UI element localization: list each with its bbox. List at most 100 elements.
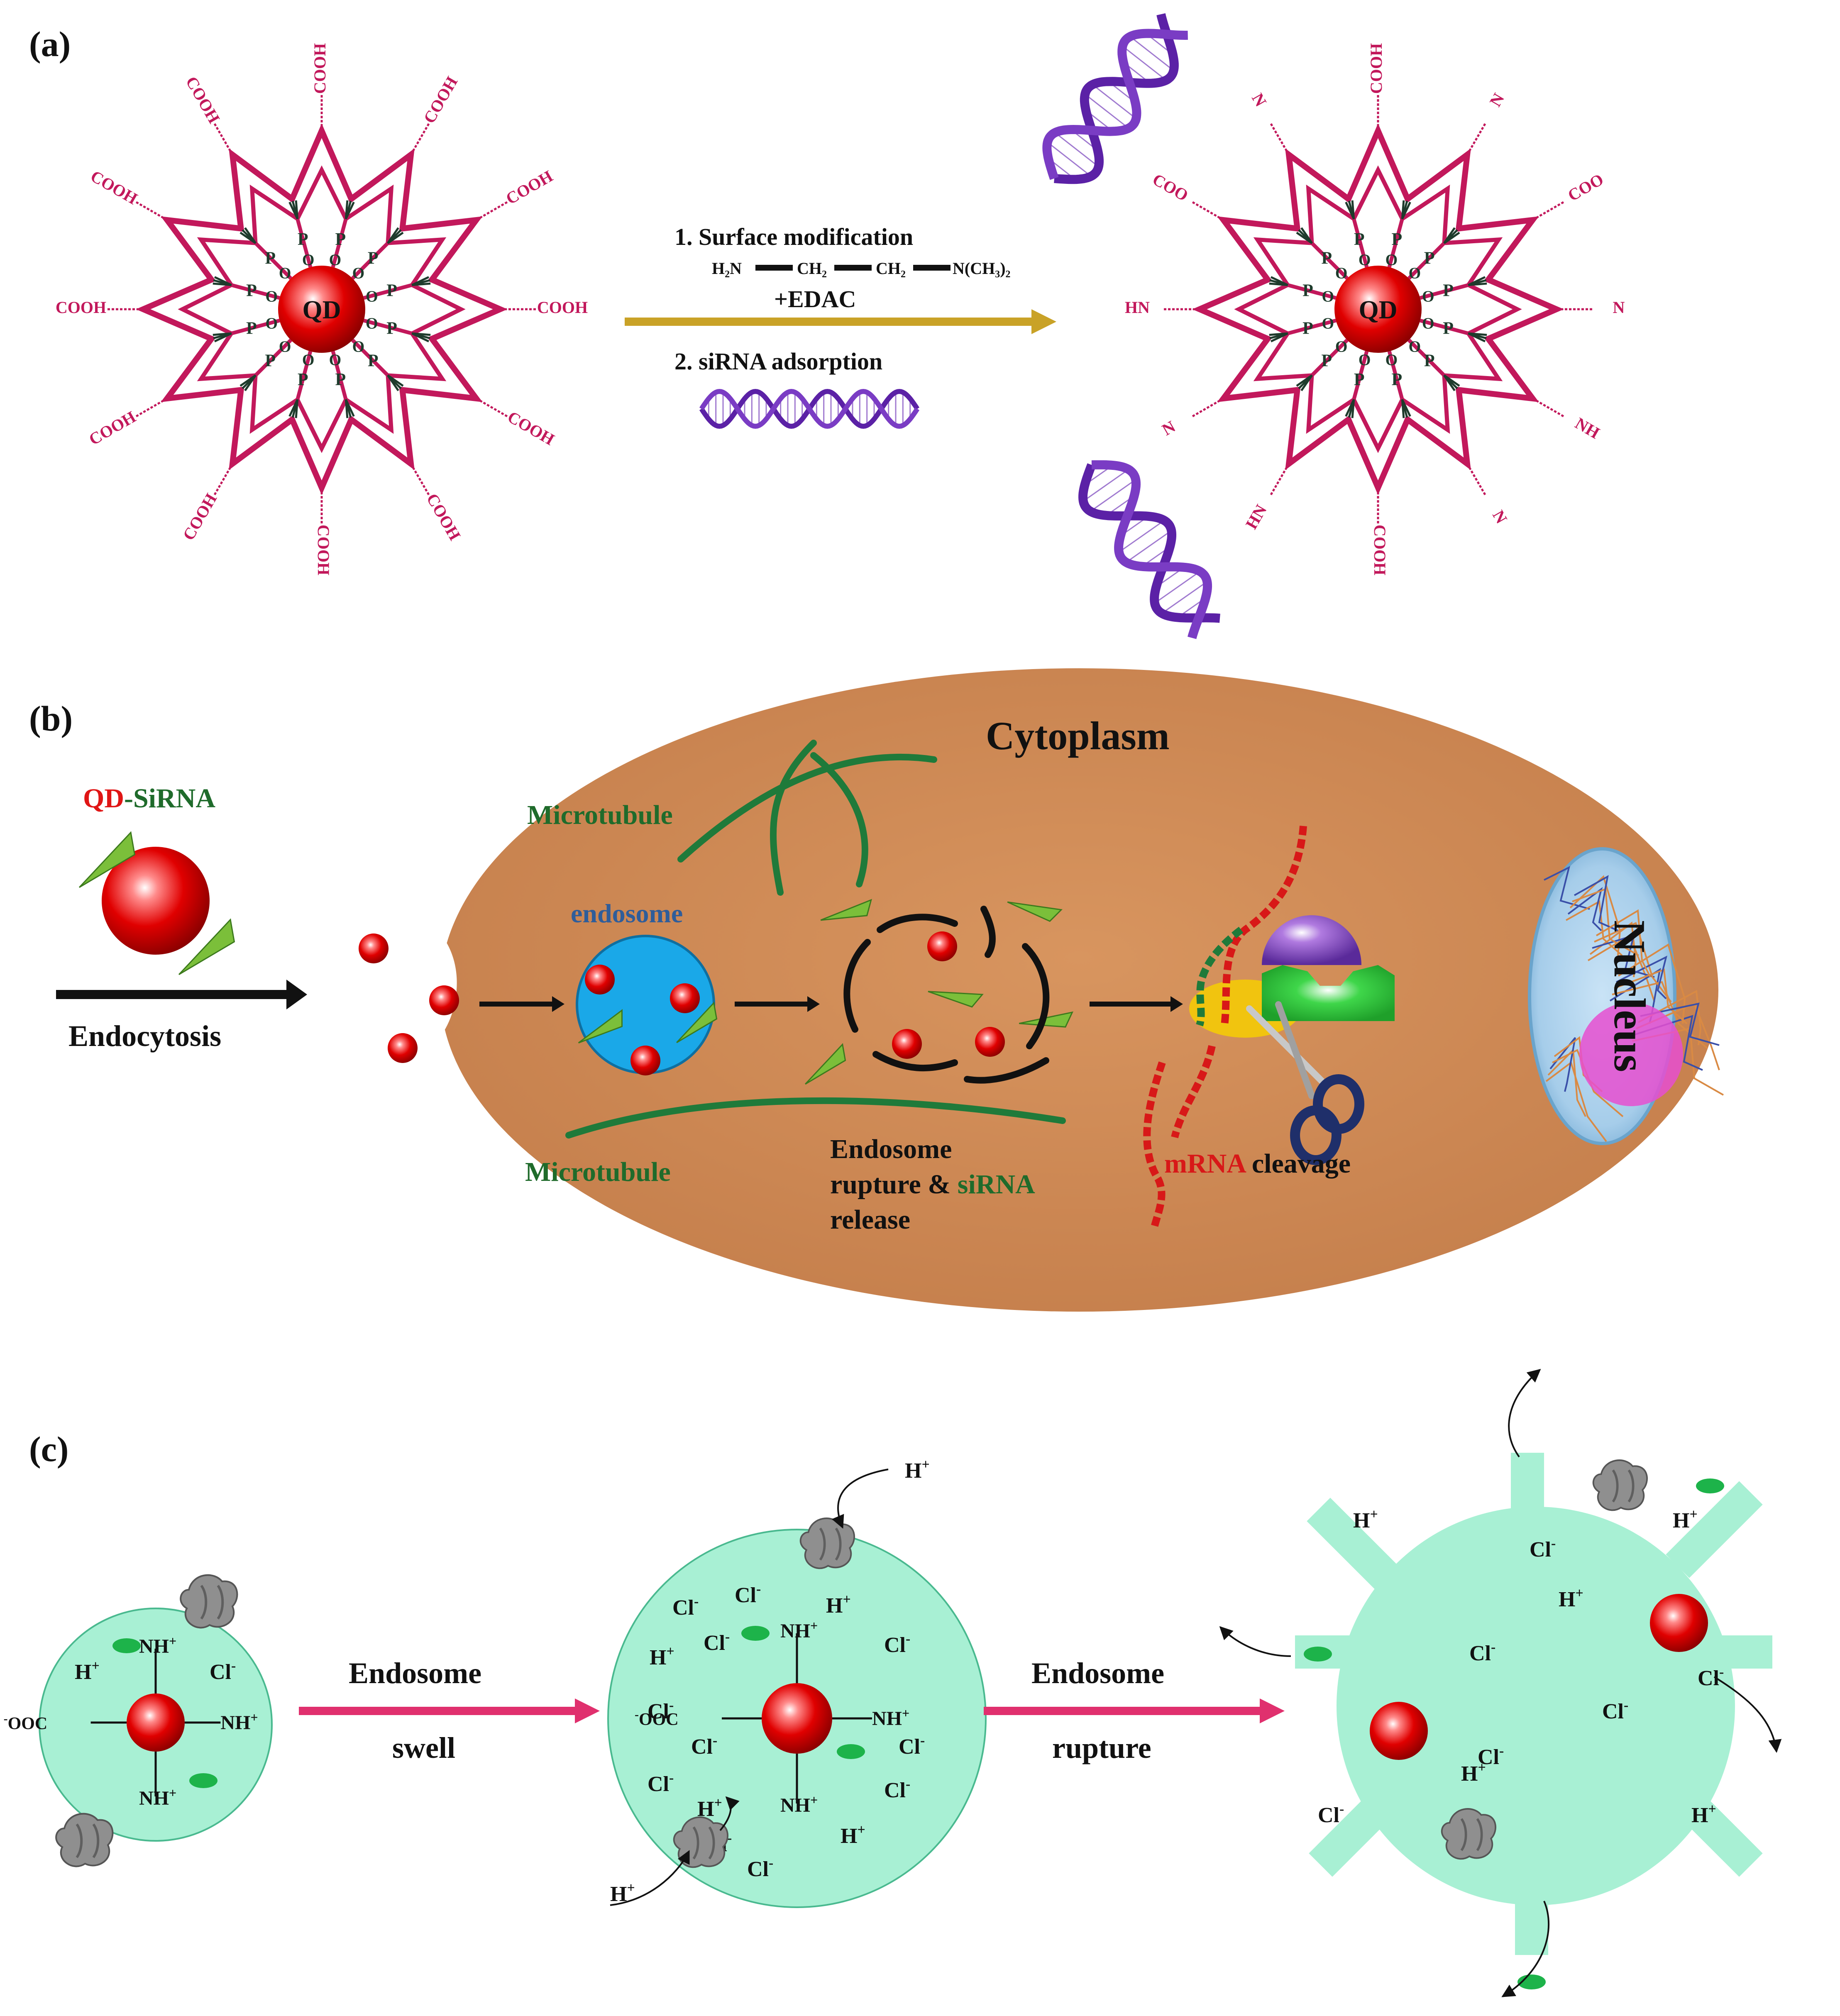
proton-label: H+ <box>1673 1507 1698 1532</box>
alkyl-chain <box>345 201 355 220</box>
phosphorus-atom: P <box>1443 281 1454 301</box>
oxygen-atom: O <box>329 352 342 369</box>
microtubule-top <box>677 740 937 896</box>
sirna-fragment <box>78 831 136 888</box>
carboxylate-label: -OOC <box>4 1712 48 1733</box>
alkyl-chain <box>1345 399 1355 417</box>
oxygen-atom: O <box>302 352 315 369</box>
svg-text:H+: H+ <box>905 1457 930 1483</box>
chloride-label: Cl- <box>648 1698 674 1723</box>
surface-group-label: COOH <box>503 166 556 208</box>
alkyl-chain <box>387 374 399 391</box>
ion-flow-arrow <box>610 1850 690 1906</box>
svg-text:N(CH₃)₂: N(CH₃)₂ <box>953 259 1011 278</box>
svg-text:Cl-: Cl- <box>672 1594 699 1620</box>
chloride-label: Cl- <box>735 1581 761 1607</box>
chromatin-fiber <box>1566 900 1623 956</box>
phosphorus-atom: P <box>386 319 397 338</box>
quantum-dot <box>429 985 459 1015</box>
chloride-label: Cl- <box>672 1594 699 1620</box>
alkyl-chain <box>1468 282 1487 286</box>
oxygen-atom: O <box>1359 352 1371 369</box>
step1-formula: H₂N CH₂ CH₂ N(CH₃)₂ <box>712 259 1011 278</box>
tether <box>476 397 509 418</box>
svg-text:H₂N: H₂N <box>712 259 742 278</box>
surface-group-label: COOH <box>56 298 106 317</box>
ammonium-group: NH+ <box>780 1618 818 1642</box>
ligand-spoke <box>254 242 292 280</box>
oxygen-atom: O <box>1409 338 1421 355</box>
chloride-label: Cl- <box>884 1631 910 1657</box>
ammonium-group: NH+ <box>872 1706 909 1730</box>
surface-group-label: COOH <box>86 407 139 449</box>
svg-text:Cl-: Cl- <box>735 1581 761 1607</box>
chloride-label: Cl- <box>1602 1698 1628 1723</box>
sirna-bead <box>1696 1478 1724 1493</box>
svg-text:H+: H+ <box>1691 1801 1716 1827</box>
oxygen-atom: O <box>366 288 378 305</box>
svg-text:NH+: NH+ <box>780 1618 818 1642</box>
surface-group-label: COOH <box>537 298 588 317</box>
microtubule-bottom <box>565 1097 1066 1139</box>
surface-group-label: NH <box>1572 414 1603 442</box>
rupture-arrow-label-line2: rupture <box>1052 1731 1151 1764</box>
phosphorus-atom: P <box>386 281 397 301</box>
ligand-spoke <box>1287 283 1337 300</box>
panel-label-c: (c) <box>29 1429 68 1469</box>
endosome-stage-2-contents: NH+NH+NH+-OOCCl-Cl-Cl-Cl-Cl-Cl-Cl-Cl-Cl-… <box>610 1457 930 1906</box>
ribosome-small-subunit <box>1262 965 1395 1021</box>
oxygen-atom: O <box>352 338 365 355</box>
ligand-spoke <box>1407 339 1446 377</box>
phosphorus-atom: P <box>1354 230 1365 249</box>
ion-flow-arrow <box>1501 1901 1550 1997</box>
ammonium-group: NH+ <box>139 1785 176 1809</box>
sirna-helix-icon <box>1042 13 1188 184</box>
oxygen-atom: O <box>1322 315 1334 332</box>
oxygen-atom: O <box>265 288 278 305</box>
qd-particles <box>359 899 1074 1085</box>
tether <box>1466 122 1487 155</box>
step1-reagent: +EDAC <box>774 286 856 313</box>
ligand-spoke <box>1287 318 1337 335</box>
phosphorus-atom: P <box>246 319 257 338</box>
chromatin-fiber <box>1612 981 1708 1049</box>
alkyl-chain <box>1351 200 1355 219</box>
chloride-label: Cl- <box>1469 1640 1495 1665</box>
alkyl-chain <box>387 232 404 244</box>
alkyl-chain <box>1296 374 1313 387</box>
svg-text:H+: H+ <box>1559 1586 1583 1611</box>
chloride-label: Cl- <box>884 1777 910 1802</box>
surface-group-label: COOH <box>420 73 461 126</box>
surface-group-label: COOH <box>182 73 224 126</box>
chromatin-fiber <box>1545 1061 1607 1142</box>
phosphorus-atom: P <box>298 370 308 389</box>
ligand-spoke <box>1420 283 1469 300</box>
quantum-dot <box>359 933 389 963</box>
quantum-dot <box>892 1029 922 1059</box>
tether <box>476 200 509 221</box>
surface-group-label: COOH <box>314 525 333 575</box>
rupture-label-line2: rupture & siRNA <box>830 1169 1035 1200</box>
step1-title: 1. Surface modification <box>674 223 913 250</box>
surface-group-label: COOH <box>179 490 220 543</box>
surface-group-label: N <box>1613 298 1625 317</box>
chloride-label: Cl- <box>210 1658 236 1684</box>
process-arrows <box>479 996 1183 1012</box>
ion-flow-arrow <box>719 1796 740 1831</box>
proton-label: H+ <box>1691 1801 1716 1827</box>
chromatin-fiber <box>1549 1037 1576 1092</box>
mrna-cleavage-label: mRNA cleavage <box>1164 1149 1351 1179</box>
carboxylate-label: -OOC <box>635 1708 679 1729</box>
sirna-guide-strand <box>1196 926 1244 1026</box>
svg-text:NH+: NH+ <box>780 1792 818 1816</box>
tether <box>1269 122 1290 155</box>
ligand-spoke <box>1352 351 1369 400</box>
ligand-spoke <box>331 218 348 268</box>
ligand-spoke <box>1387 218 1404 268</box>
surface-group-label: HN <box>1242 501 1271 533</box>
ligand-spoke <box>296 218 313 268</box>
ligand-inner-shell <box>178 165 466 453</box>
proton-label: H+ <box>1461 1760 1486 1786</box>
phosphorus-atom: P <box>265 352 276 371</box>
ion-flow-arrow <box>1219 1626 1291 1657</box>
